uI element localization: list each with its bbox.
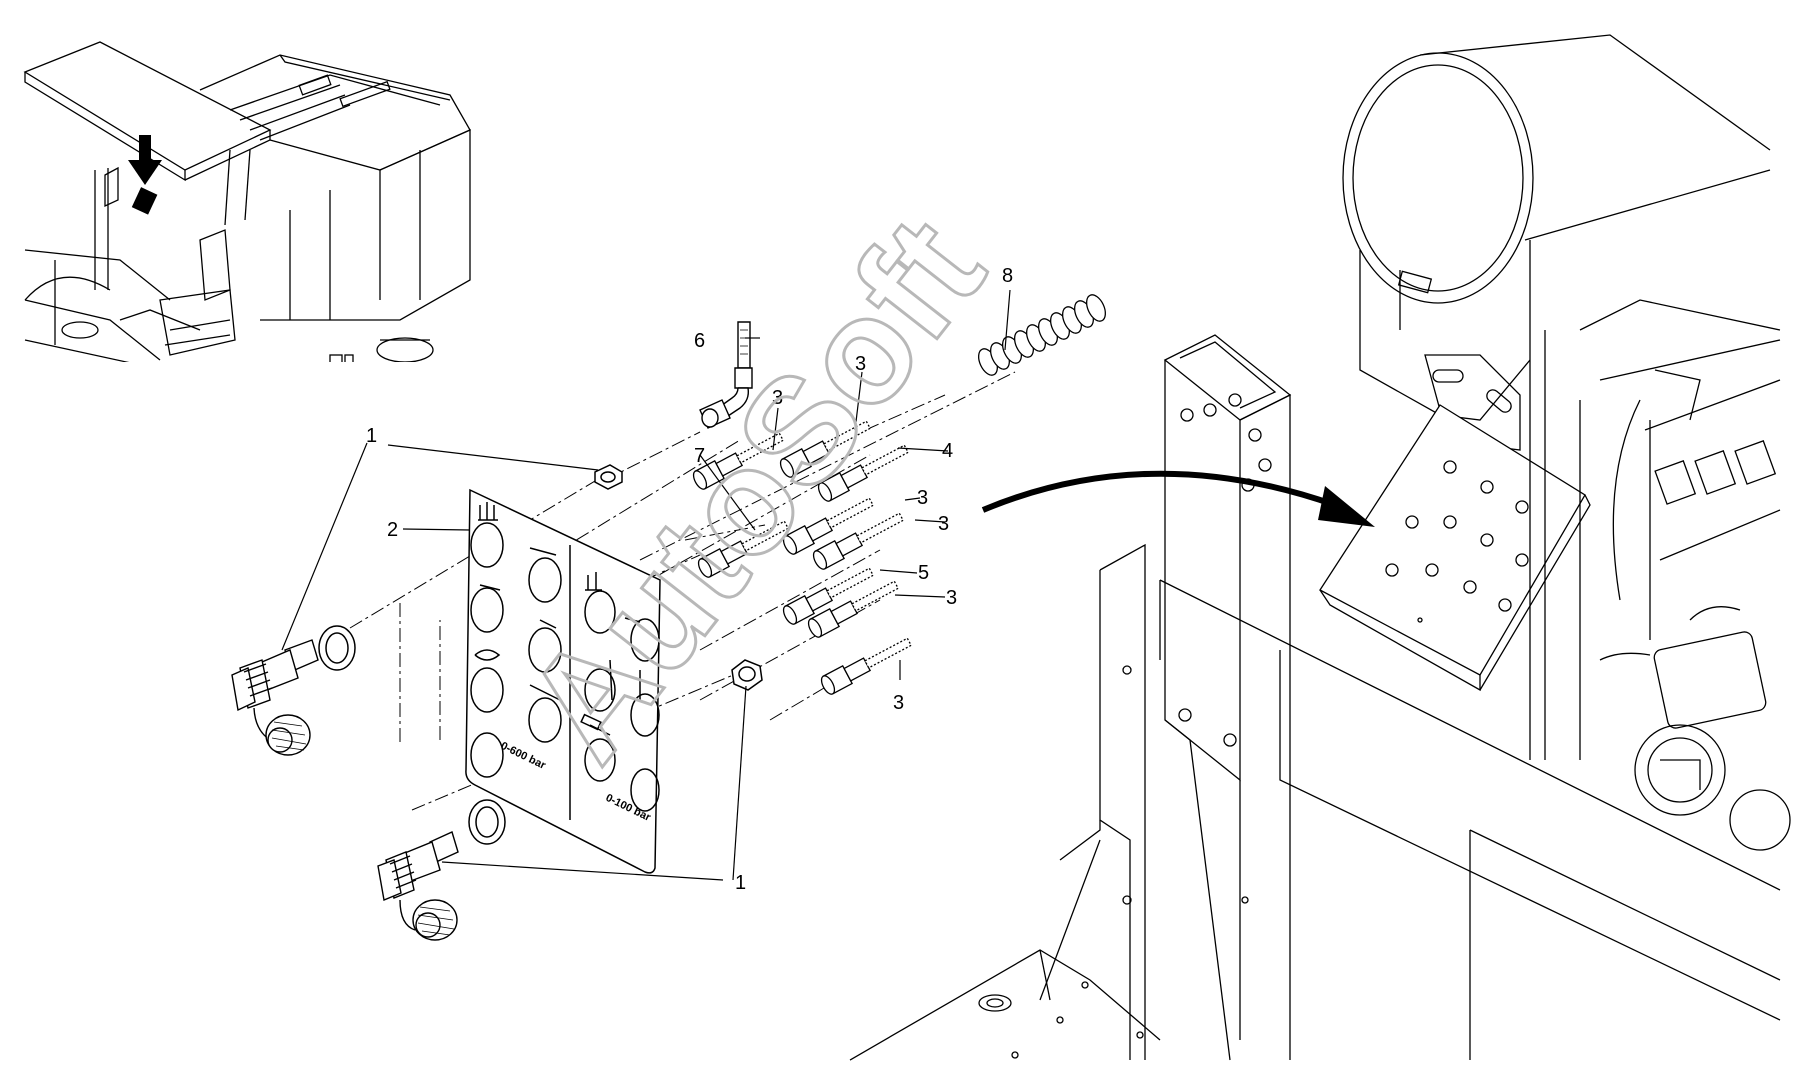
leader-lines (281, 289, 1011, 881)
seal-washer-upper (318, 625, 356, 671)
hose-fitting (779, 420, 871, 478)
callout-numbers: 1 1 2 3 3 3 3 3 3 4 5 6 7 8 (366, 265, 1013, 894)
callout-7: 7 (694, 445, 705, 467)
lock-nut-upper (594, 464, 623, 490)
callout-3-e: 3 (946, 587, 957, 609)
location-arrow-icon (128, 135, 162, 215)
watermark: AutoSoft (493, 187, 1015, 789)
callout-5: 5 (918, 562, 929, 584)
hose-fitting (817, 444, 909, 502)
callout-6: 6 (694, 330, 705, 352)
hose-fitting (697, 520, 789, 578)
machine-overview-inset (23, 41, 471, 368)
callout-3-d: 3 (938, 513, 949, 535)
protective-hose-spring (977, 294, 1107, 376)
lock-nut-lower (731, 659, 763, 691)
hose-fitting (820, 637, 912, 695)
callout-3-f: 3 (893, 692, 904, 714)
test-coupling-upper (231, 639, 319, 756)
machine-frame-drawing (849, 34, 1791, 1061)
test-coupling-lower (377, 831, 459, 941)
location-pointer-arrow (981, 470, 1375, 527)
callout-1-upper: 1 (366, 425, 377, 447)
callout-3-c: 3 (917, 487, 928, 509)
callout-3-a: 3 (772, 387, 783, 409)
gauge-mounting-plate (465, 488, 661, 874)
elbow-fitting (699, 321, 753, 429)
hose-fittings (692, 420, 912, 695)
callout-1-lower: 1 (735, 872, 746, 894)
callout-3-b: 3 (855, 353, 866, 375)
hose-fitting (692, 432, 784, 490)
callout-2: 2 (387, 519, 398, 541)
hose-fitting (782, 497, 874, 555)
seal-washer-lower (468, 799, 506, 845)
mounted-plate-holes (1385, 460, 1529, 623)
callout-8: 8 (1002, 265, 1013, 287)
callout-4: 4 (942, 440, 953, 462)
